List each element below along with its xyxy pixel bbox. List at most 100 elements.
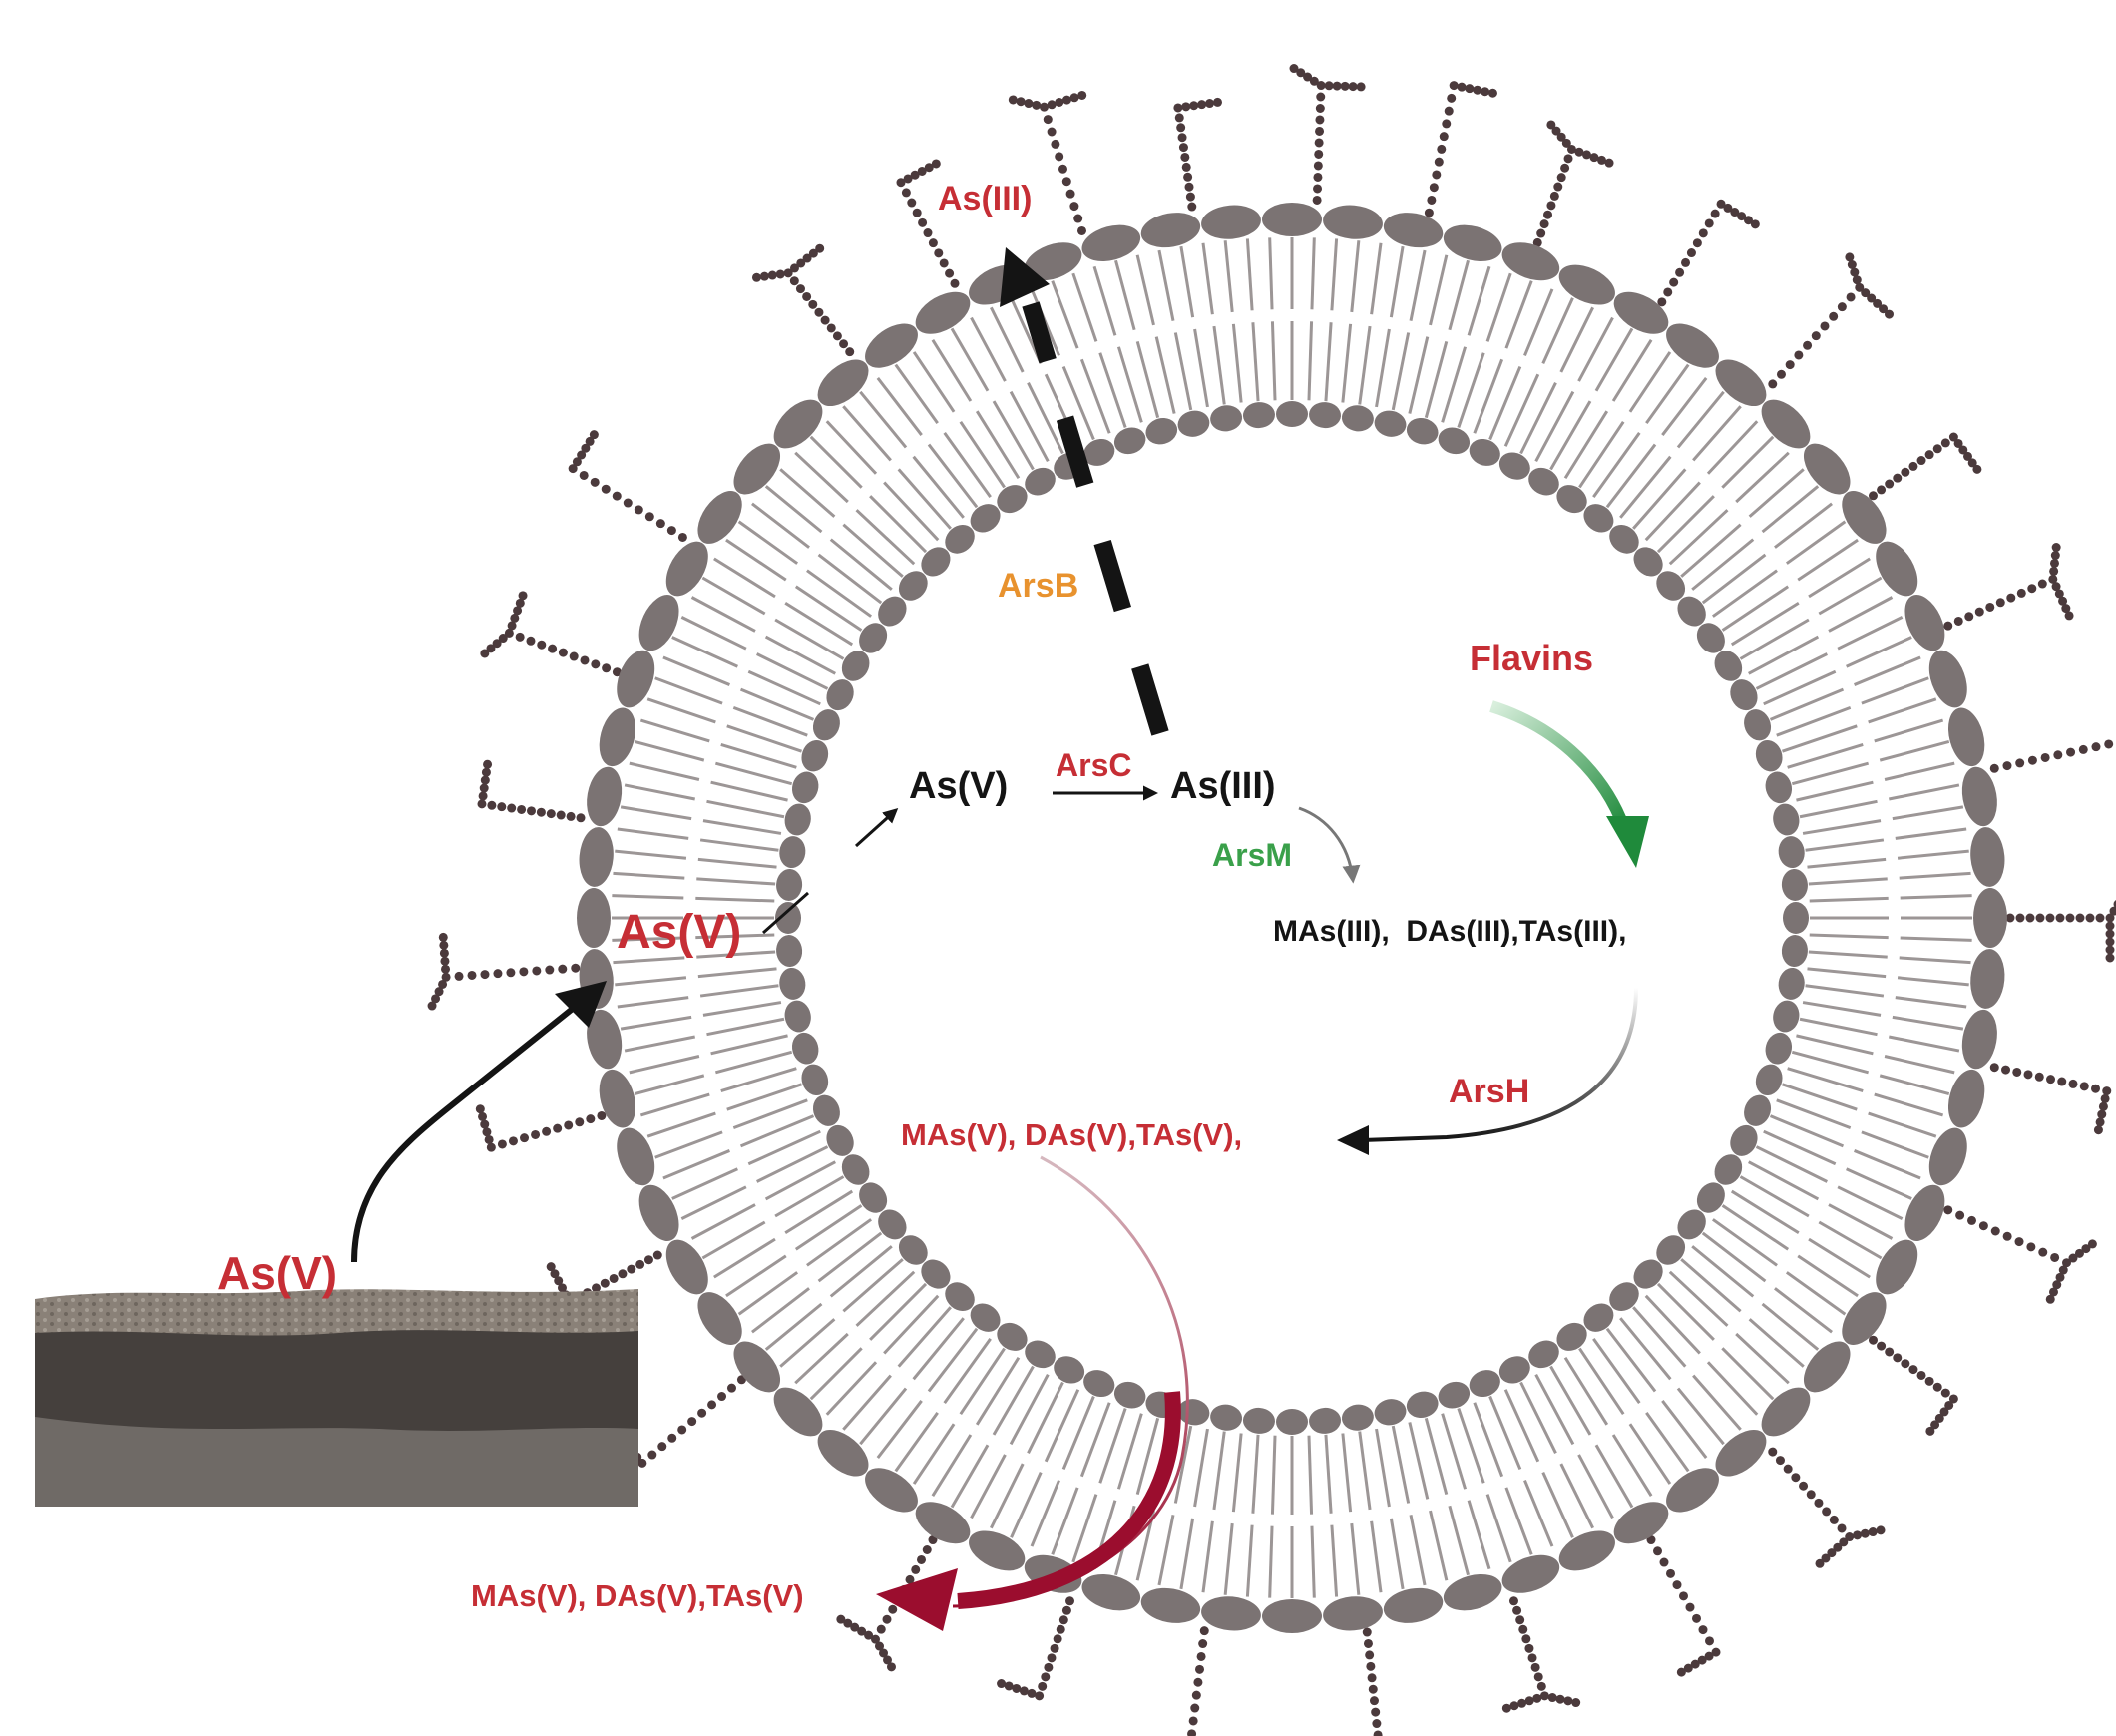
lipid-tail-inner [806,1218,873,1267]
lipid-tail-inner [1805,838,1885,852]
lipid-tail-inner [1632,468,1687,530]
lipid-head-outer [1803,1341,1851,1393]
glycan-chain-icon [477,759,586,823]
lipid-tail-outer [1828,1203,1894,1240]
glycan-chain-icon [1943,1205,2097,1304]
lipid-tail-inner [1519,1381,1557,1454]
lipid-tail-outer [990,1463,1025,1529]
lipid-tail-outer [809,435,863,489]
lipid-tail-inner [1173,1425,1193,1504]
lipid-tail-inner [695,933,775,940]
lipid-tail-outer [1030,1479,1060,1547]
lipid-tail-outer [1748,468,1805,518]
lipid-tail-outer [1900,894,1972,900]
lipid-tail-inner [1307,1435,1314,1515]
lipid-tail-outer [654,676,723,705]
lipid-tail-inner [869,1282,928,1341]
lipid-tail-outer [779,468,836,518]
lipid-tail-inner [1231,1433,1243,1513]
lipid-tail-outer [701,1220,766,1260]
lipid-tail-outer [751,502,810,549]
lipid-tail-outer [1846,636,1912,668]
lipid-tail-outer [1201,1520,1214,1593]
lipid-tail-outer [1389,245,1405,318]
lipid-tail-outer [1448,259,1470,331]
lipid-tail-outer [1899,871,1971,880]
glycan-chain-icon [1768,1447,1886,1568]
lipid-tail-outer [671,1167,738,1200]
lipid-head-outer [638,595,679,651]
lipid-tail-inner [784,1189,854,1235]
lipid-head-inner [1583,504,1614,533]
lipid-tail-outer [842,405,892,462]
lipid-tail-inner [806,569,873,618]
methylated-as5-intracellular-label: MAs(V), DAs(V),TAs(V), [901,1117,1242,1152]
lipid-tail-outer [1892,1015,1964,1031]
lipid-head-inner [1783,902,1809,934]
lipid-head-inner [1406,1391,1439,1419]
lipid-tail-inner [696,950,776,959]
lipid-tail-inner [1391,332,1411,411]
lipid-tail-outer [1661,1400,1708,1459]
lipid-tail-outer [1051,280,1079,349]
lipid-head-inner [1778,836,1805,869]
lipid-head-outer [599,1069,636,1128]
lipid-tail-inner [1578,1347,1625,1416]
lipid-tail-outer [1504,1487,1533,1555]
lipid-head-outer [1140,213,1201,248]
lipid-tail-inner [975,410,1021,480]
lipid-head-inner [1781,935,1808,968]
lipid-head-inner [1341,1404,1374,1431]
lipid-tail-outer [1268,237,1274,310]
lipid-tail-inner [1231,323,1243,403]
lipid-head-outer [1201,1596,1261,1631]
lipid-tail-outer [1861,676,1929,705]
lipid-head-outer [665,541,708,597]
lipid-tail-inner [1632,1306,1687,1368]
lipid-head-inner [791,1032,819,1065]
lipid-tail-outer [1541,297,1574,364]
lipid-head-outer [1876,1239,1918,1295]
lipid-tail-outer [613,871,685,880]
lipid-tail-outer [634,740,705,762]
soil-block [35,1289,638,1507]
lipid-tail-outer [1774,1287,1833,1334]
lipid-tail-inner [1605,443,1657,509]
lipid-tail-inner [697,857,777,869]
lipid-tail-outer [1071,272,1098,342]
lipid-tail-outer [620,1015,692,1031]
lipid-tail-outer [1895,827,1967,840]
lipid-tail-inner [1270,321,1277,401]
lipid-tail-inner [1807,967,1887,979]
lipid-tail-inner [1656,495,1715,554]
lipid-tail-inner [1680,523,1742,578]
lipid-tail-inner [927,443,979,509]
lipid-tail-inner [794,1204,863,1251]
lipid-tail-outer [629,761,700,781]
lipid-tail-outer [1223,1522,1234,1595]
lipid-tail-outer [764,485,823,534]
glycan-chain-icon [1657,199,1760,307]
lipid-tail-outer [1748,1318,1805,1368]
lipid-head-outer [1928,650,1967,708]
lipid-tail-outer [1785,520,1847,565]
lipid-tail-inner [1791,761,1870,786]
lipid-tail-outer [1661,377,1708,436]
lipid-head-inner [791,771,819,804]
lipid-tail-inner [1457,1407,1485,1484]
lipid-head-outer [579,827,614,887]
lipid-head-inner [1438,427,1471,455]
lipid-head-inner [841,1154,870,1185]
lipid-tail-inner [1212,1431,1226,1511]
lipid-tail-inner [1341,323,1353,403]
lipid-head-inner [1755,739,1783,772]
lipid-head-outer [665,1239,708,1295]
lipid-head-inner [826,1124,854,1156]
lipid-tail-inner [897,468,952,530]
lipid-tail-outer [1846,1167,1912,1200]
lipid-tail-inner [1503,1389,1540,1463]
lipid-tail-inner [1605,1327,1657,1393]
lipid-head-outer [1947,1069,1985,1128]
lipid-head-inner [1374,410,1407,437]
